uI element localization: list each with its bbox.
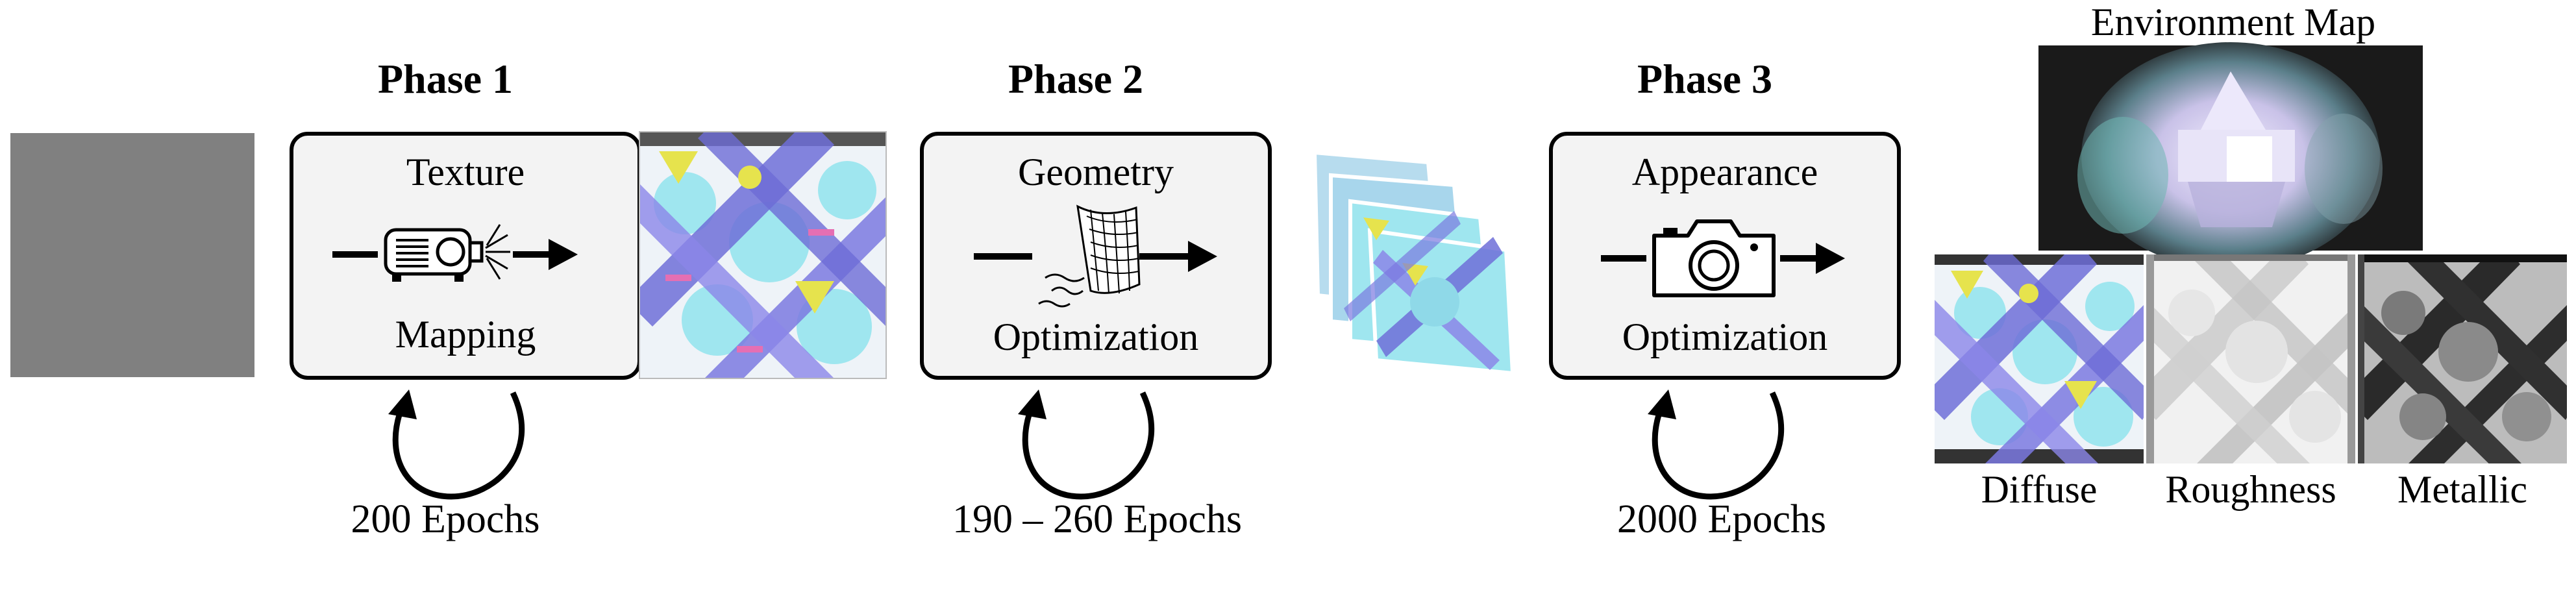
projector-icon bbox=[384, 224, 510, 282]
phase-1-epochs: 200 Epochs bbox=[351, 497, 540, 541]
environment-map-image bbox=[2038, 42, 2423, 269]
phase-3-label-bottom: Optimization bbox=[1622, 315, 1828, 358]
diffuse-map-image bbox=[1935, 254, 2144, 463]
phase-3-loop-arrow bbox=[1648, 389, 1785, 500]
phase-2-title: Phase 2 bbox=[1008, 56, 1143, 102]
phase-2-loop-arrow bbox=[1018, 389, 1155, 500]
phase-1-label-top: Texture bbox=[406, 151, 525, 193]
phase-1-loop-arrow bbox=[388, 389, 525, 500]
phase-3-epochs: 2000 Epochs bbox=[1616, 497, 1827, 541]
metallic-label: Metallic bbox=[2397, 468, 2527, 511]
phase-1-label-bottom: Mapping bbox=[395, 313, 536, 356]
phase-2-label-top: Geometry bbox=[1018, 151, 1174, 193]
roughness-label: Roughness bbox=[2165, 468, 2336, 511]
diffuse-label: Diffuse bbox=[1981, 468, 2098, 511]
deforming-mesh-icon bbox=[1038, 204, 1141, 308]
environment-map-label: Environment Map bbox=[2090, 1, 2376, 43]
camera-icon bbox=[1652, 219, 1776, 297]
phase-1-title: Phase 1 bbox=[378, 56, 513, 102]
phase-2-epochs: 190 – 260 Epochs bbox=[952, 497, 1243, 541]
deformed-cloth-stack-image bbox=[1312, 150, 1515, 376]
metallic-map-image bbox=[2358, 254, 2567, 463]
textured-cloth-image bbox=[639, 131, 887, 379]
input-gray-image bbox=[10, 133, 254, 377]
phase-3-label-top: Appearance bbox=[1631, 151, 1818, 193]
phase-2-label-bottom: Optimization bbox=[993, 315, 1199, 358]
phase-3-title: Phase 3 bbox=[1637, 56, 1772, 102]
roughness-map-image bbox=[2146, 254, 2355, 463]
